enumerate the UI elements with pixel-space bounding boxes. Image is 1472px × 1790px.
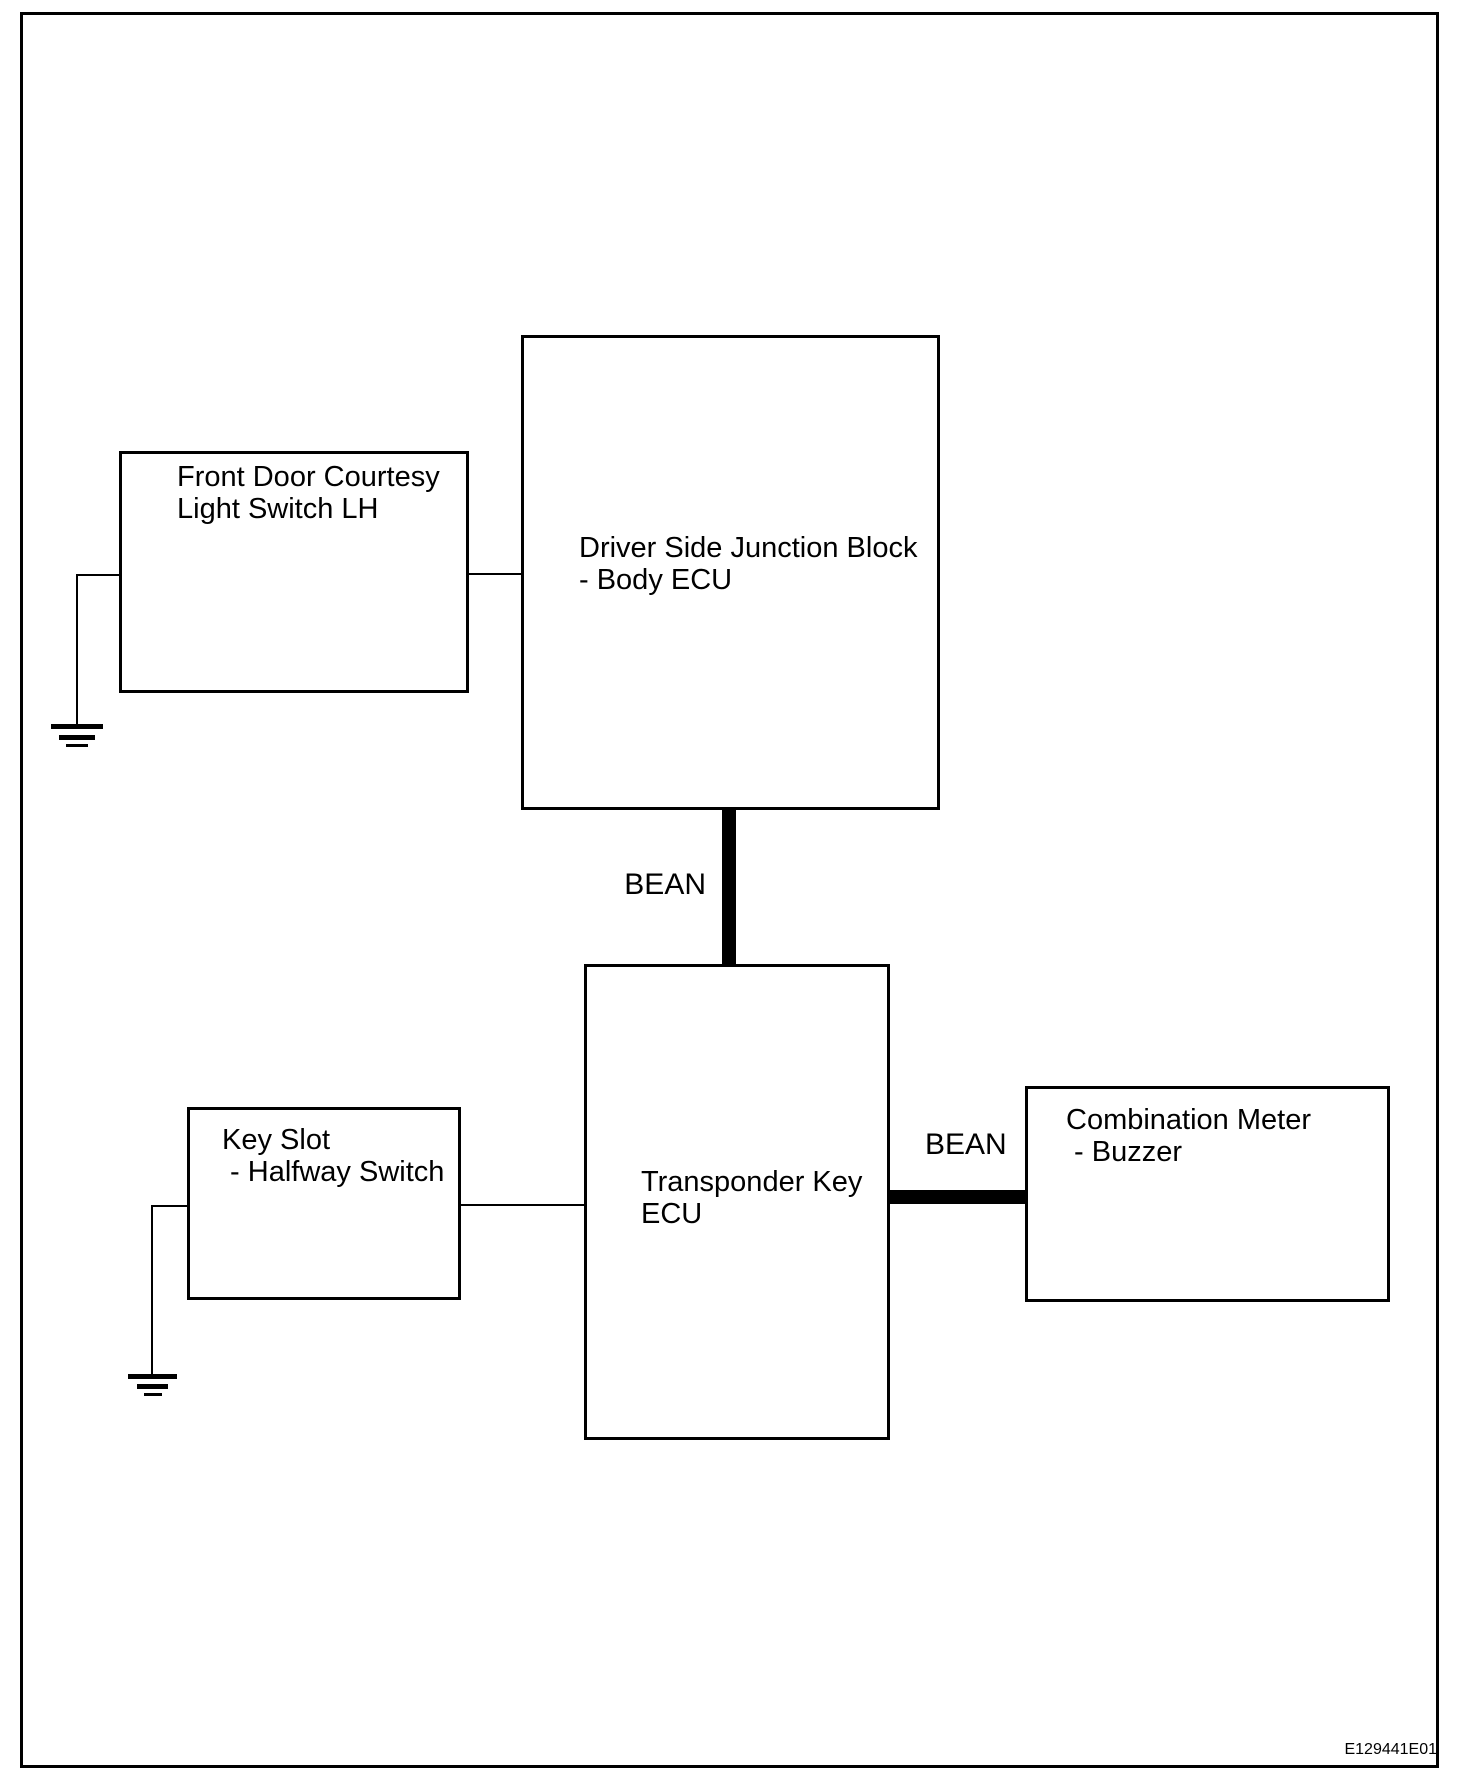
ground-icon-bar [144, 1393, 162, 1396]
ground-icon-bar [137, 1384, 168, 1389]
ground-icon-bar [128, 1374, 177, 1379]
block-label-transponder-key-ecu: Transponder Key ECU [641, 1166, 863, 1230]
figure-id: E129441E01 [1344, 1741, 1437, 1758]
block-label-driver-side-junction-block-body-ecu: Driver Side Junction Block - Body ECU [579, 532, 918, 596]
bean-bus-line-junction-to-transponder [722, 807, 736, 967]
wire-key-slot-to-ground-vertical [151, 1205, 153, 1377]
bean-bus-label-horizontal: BEAN [925, 1128, 1007, 1161]
block-driver-side-junction-block-body-ecu [521, 335, 940, 810]
ground-icon-bar [66, 744, 88, 747]
block-combination-meter-buzzer [1025, 1086, 1390, 1302]
wire-front-door-to-junction-block [467, 573, 523, 575]
block-label-front-door-courtesy-light-switch-lh: Front Door Courtesy Light Switch LH [177, 461, 440, 525]
ground-icon-bar [51, 724, 103, 729]
block-front-door-courtesy-light-switch-lh [119, 451, 469, 693]
block-label-combination-meter-buzzer: Combination Meter - Buzzer [1066, 1104, 1311, 1168]
block-label-key-slot-halfway-switch: Key Slot - Halfway Switch [222, 1124, 445, 1188]
block-key-slot-halfway-switch [187, 1107, 461, 1300]
bean-bus-line-transponder-to-combination-meter [887, 1190, 1026, 1204]
wire-front-door-to-ground-horizontal [77, 574, 120, 576]
bean-bus-label-vertical: BEAN [624, 868, 706, 901]
ground-icon-bar [59, 735, 95, 740]
wire-key-slot-to-transponder-ecu [459, 1204, 585, 1206]
wire-key-slot-to-ground-horizontal [152, 1205, 188, 1207]
diagram-border [20, 12, 1439, 1768]
wire-front-door-to-ground-vertical [76, 574, 78, 726]
